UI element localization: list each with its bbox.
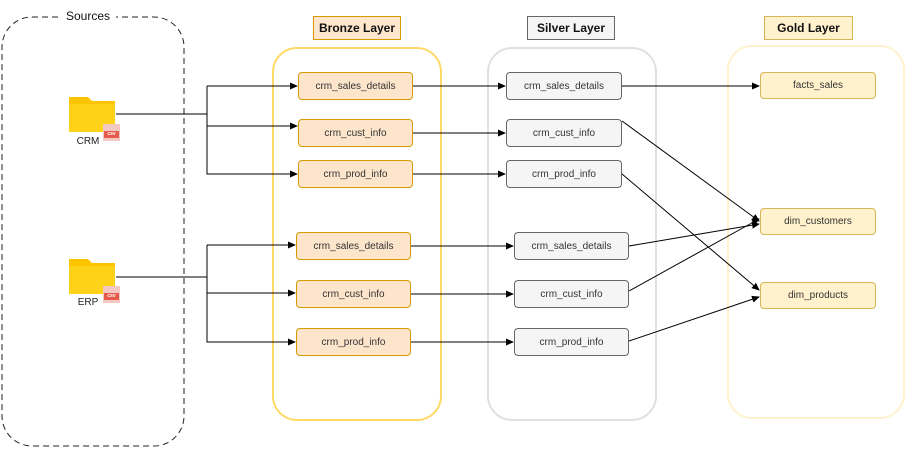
erp-csv-badge: csv: [107, 293, 116, 299]
bronze-layer-container: [272, 47, 442, 421]
bronze-layer-title: Bronze Layer: [313, 16, 401, 40]
silver-crm-sales-details[interactable]: crm_sales_details: [506, 72, 622, 100]
gold-layer-title: Gold Layer: [764, 16, 853, 40]
silver-erp-sales-details[interactable]: crm_sales_details: [514, 232, 629, 260]
gold-dim-customers[interactable]: dim_customers: [760, 208, 876, 235]
gold-facts-sales[interactable]: facts_sales: [760, 72, 876, 99]
bronze-erp-cust-info[interactable]: crm_cust_info: [296, 280, 411, 308]
sources-title: Sources: [60, 9, 116, 23]
erp-label: ERP: [77, 297, 99, 308]
silver-to-gold-connectors: [621, 82, 760, 342]
crm-folder-icon: [69, 97, 120, 141]
silver-crm-prod-info[interactable]: crm_prod_info: [506, 160, 622, 188]
bronze-to-silver-connectors: [411, 82, 514, 346]
silver-layer-title: Silver Layer: [527, 16, 615, 40]
bronze-erp-sales-details[interactable]: crm_sales_details: [296, 232, 411, 260]
silver-layer-container: [487, 47, 657, 421]
gold-layer-container: [727, 45, 905, 419]
crm-to-bronze-connectors: [116, 82, 298, 178]
silver-erp-cust-info[interactable]: crm_cust_info: [514, 280, 629, 308]
gold-dim-products[interactable]: dim_products: [760, 282, 876, 309]
bronze-crm-prod-info[interactable]: crm_prod_info: [298, 160, 413, 188]
bronze-crm-sales-details[interactable]: crm_sales_details: [298, 72, 413, 100]
bronze-erp-prod-info[interactable]: crm_prod_info: [296, 328, 411, 356]
bronze-crm-cust-info[interactable]: crm_cust_info: [298, 119, 413, 147]
crm-label: CRM: [76, 136, 100, 147]
crm-csv-badge: csv: [107, 131, 116, 137]
erp-folder-icon: [69, 259, 120, 303]
sources-container: [1, 16, 185, 447]
erp-to-bronze-connectors: [116, 241, 296, 346]
silver-erp-prod-info[interactable]: crm_prod_info: [514, 328, 629, 356]
silver-crm-cust-info[interactable]: crm_cust_info: [506, 119, 622, 147]
